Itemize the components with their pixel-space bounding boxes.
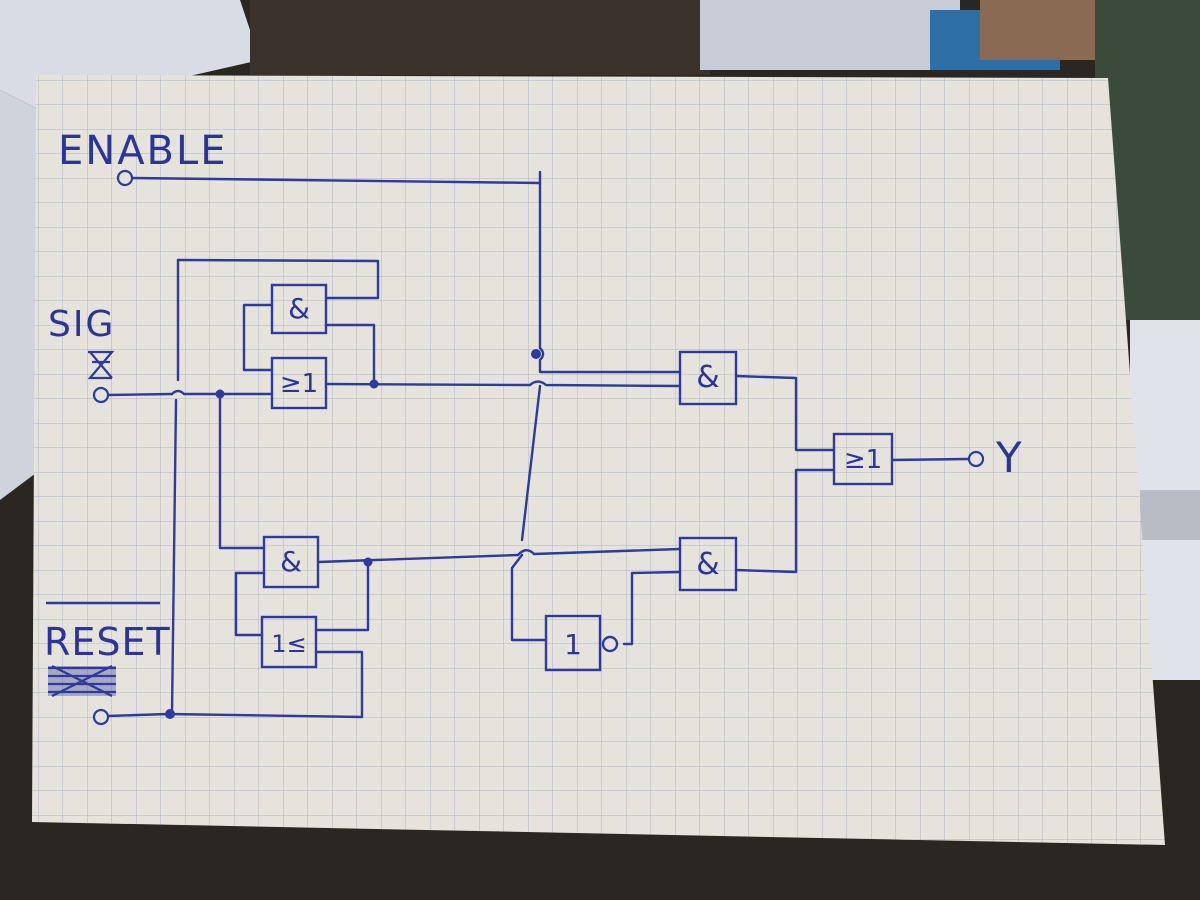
latch1-and-gate — [270, 283, 328, 335]
latch2-and-gate — [262, 535, 320, 589]
latch2-or-symbol: 1≤ — [271, 630, 306, 658]
latch1-and-symbol: & — [288, 292, 310, 325]
latch2-or-gate — [260, 615, 318, 669]
reset-terminal — [92, 708, 110, 726]
out-and-bottom-gate — [678, 536, 738, 592]
inverter-bubble — [601, 635, 619, 653]
out-and-top-symbol: & — [696, 360, 719, 395]
enable-terminal — [116, 169, 134, 187]
inverter-symbol: 1 — [564, 628, 582, 661]
out-or-symbol: ≥1 — [844, 445, 882, 475]
latch2-and-symbol: & — [280, 545, 302, 578]
output-label: Y — [995, 433, 1022, 482]
terminals — [92, 169, 985, 726]
out-and-top-gate — [678, 350, 738, 406]
junctions — [165, 349, 541, 719]
enable-label: ENABLE — [58, 128, 228, 174]
output-terminal — [967, 450, 985, 468]
sig-terminal — [92, 386, 110, 404]
out-or-gate — [832, 432, 894, 486]
wires — [106, 170, 970, 719]
out-and-bottom-symbol: & — [696, 547, 719, 582]
inverter-gate — [544, 614, 602, 672]
scribbled-out-marks — [48, 350, 116, 697]
signal-labels: ENABLE SIG RESET Y — [44, 128, 1022, 664]
latch1-or-gate — [270, 356, 328, 410]
gate-symbols: & ≥1 & 1≤ & & 1 ≥1 — [271, 292, 882, 661]
sig-label: SIG — [48, 304, 115, 345]
reset-label: RESET — [44, 620, 171, 664]
gates — [260, 283, 894, 672]
latch1-or-symbol: ≥1 — [280, 369, 318, 399]
